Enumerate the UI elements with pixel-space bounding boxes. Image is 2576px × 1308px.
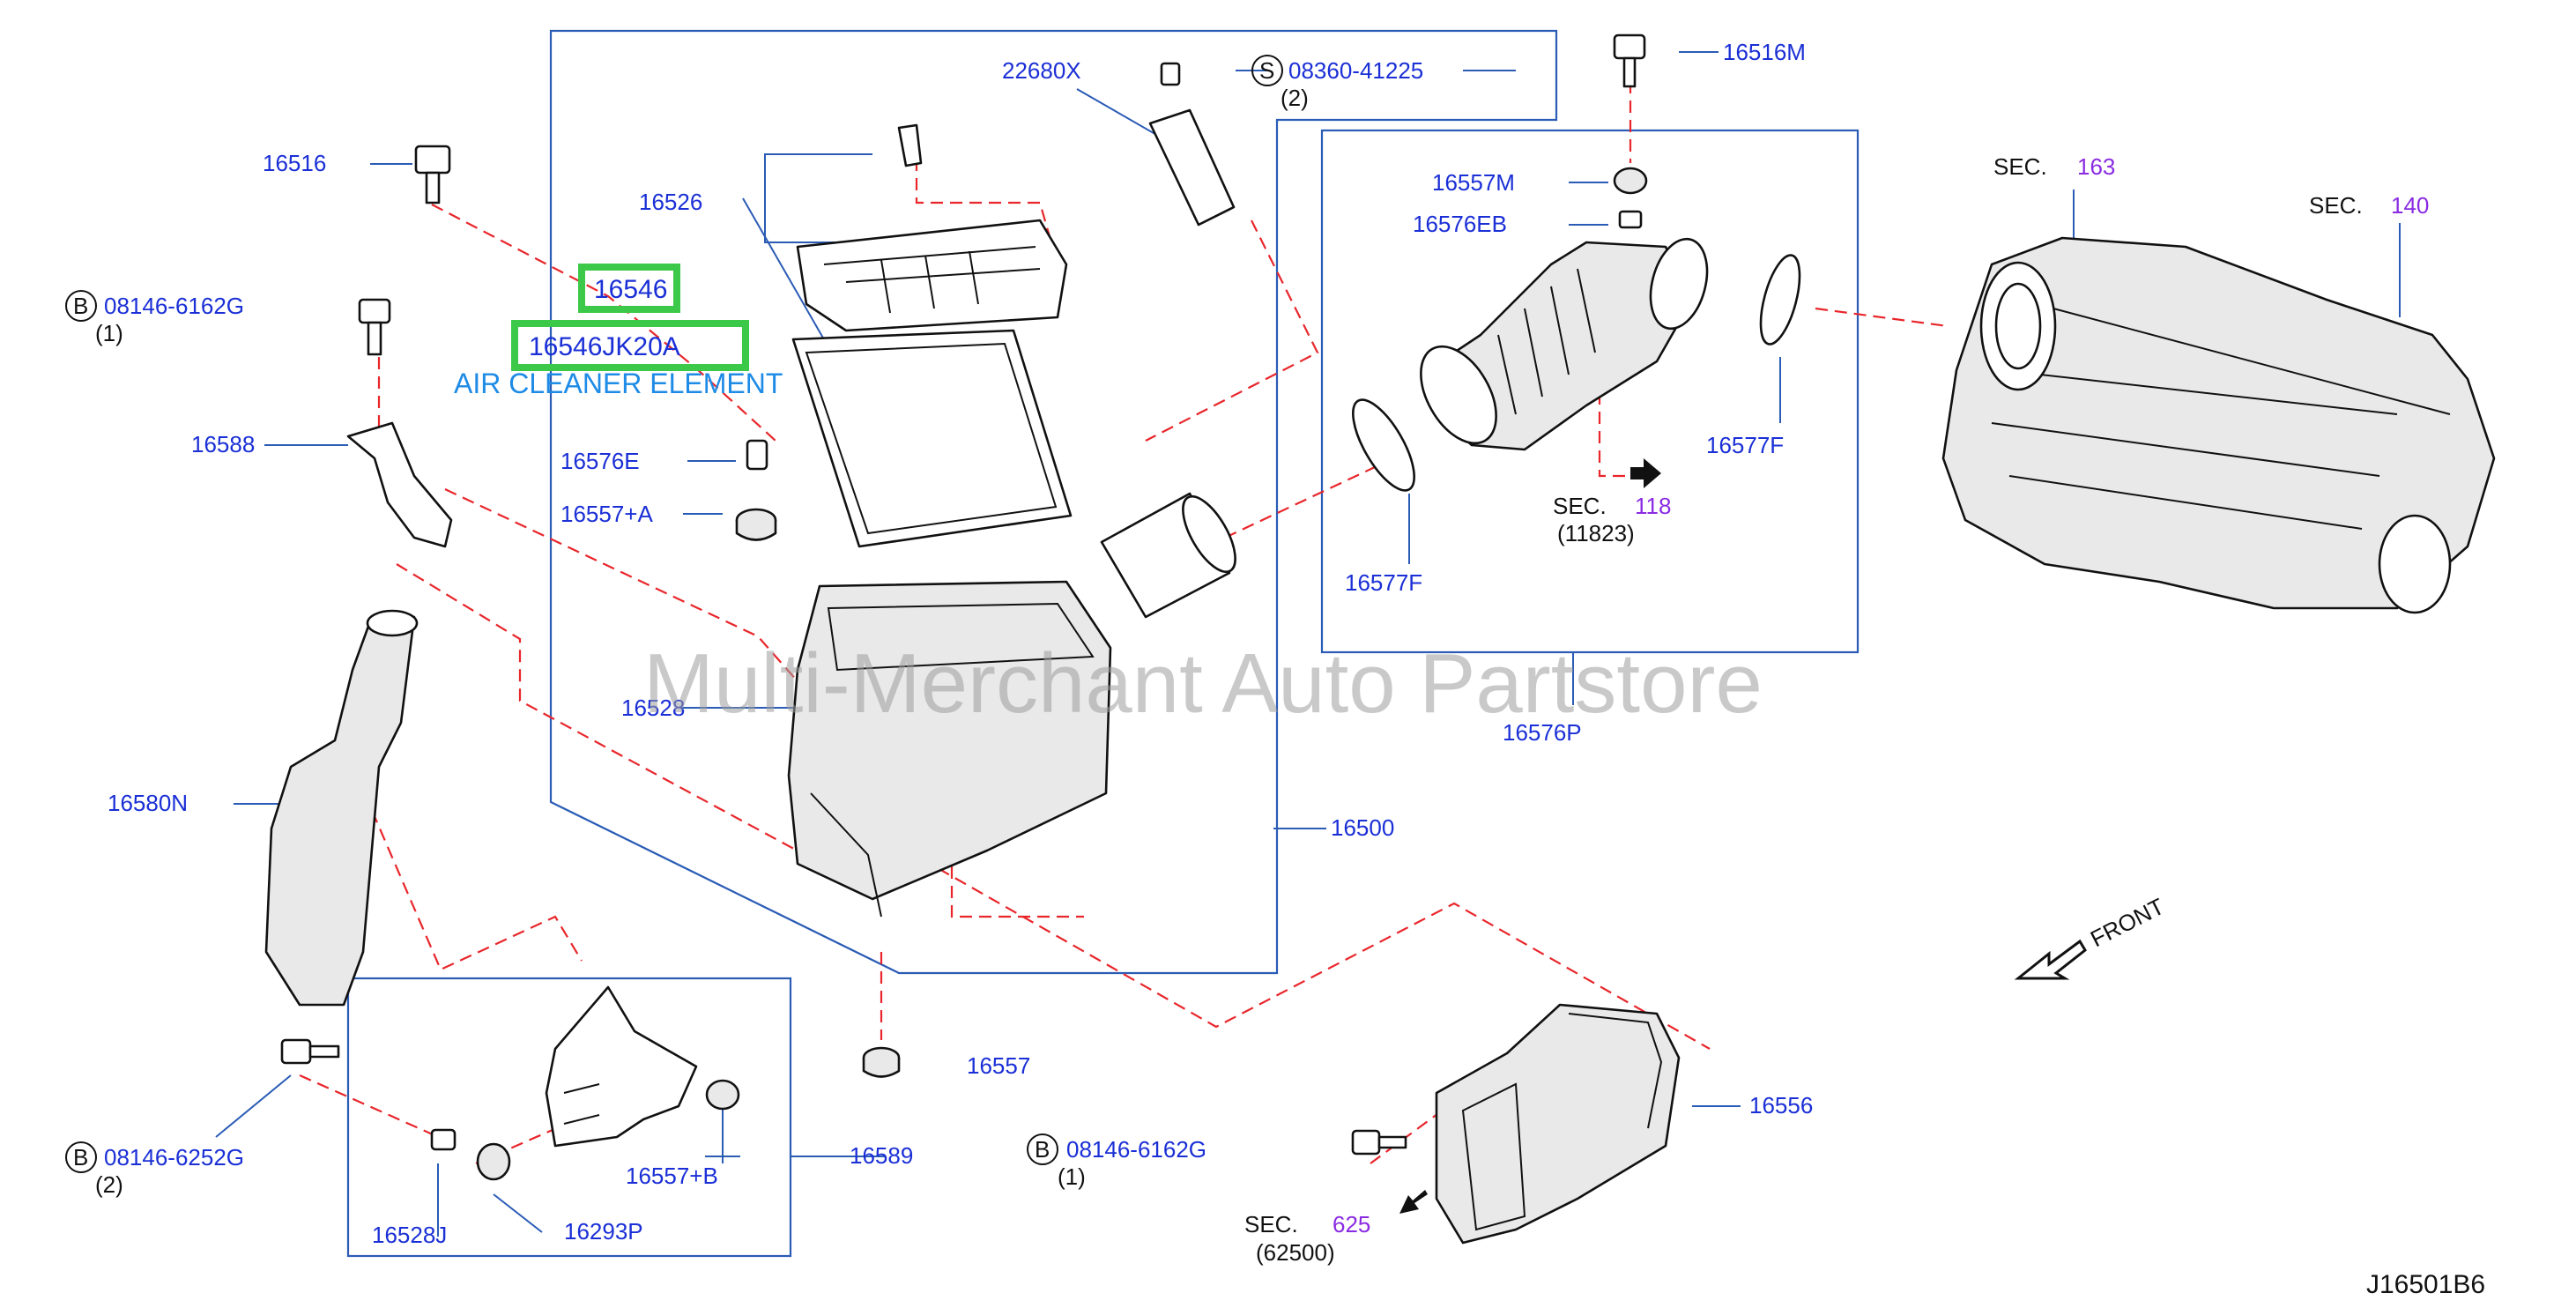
bracket-16588-icon (346, 421, 453, 548)
label-16556: 16556 (1749, 1092, 1813, 1118)
clamp-16577f-left-icon (1352, 398, 1415, 492)
label-16528j: 16528J (372, 1222, 447, 1248)
label-16557a: 16557+A (560, 501, 653, 527)
air-inlet-duct-16556-icon (1435, 1003, 1681, 1245)
label-16576e: 16576E (560, 448, 640, 474)
arrow-sec625-icon (1399, 1190, 1428, 1214)
grommet-16557b-icon (705, 1079, 740, 1111)
bolt-16516m-icon (1613, 33, 1646, 88)
ref-140: 140 (2391, 192, 2429, 219)
resonator-inlet-icon (366, 609, 419, 637)
label-16500: 16500 (1331, 814, 1394, 841)
bracket-box (346, 977, 792, 1258)
label-16293p: 16293P (564, 1218, 643, 1245)
ref-118: 118 (1635, 493, 1671, 519)
label-16576eb: 16576EB (1413, 211, 1507, 237)
grommet-16557a-icon (735, 508, 777, 541)
label-sec-140: SEC. (2309, 192, 2363, 219)
collar-16576eb-icon (1618, 210, 1643, 229)
bolt-08146-6162g-lower-icon (1351, 1129, 1407, 1156)
circle-b-1: B (73, 293, 88, 319)
air-cleaner-assembly-box (549, 29, 1558, 975)
label-16516: 16516 (263, 150, 326, 176)
label-sec-118: SEC. (1553, 493, 1607, 519)
qty-08146-6162g-lower: (1) (1058, 1163, 1086, 1190)
resonator-16580n-icon (264, 615, 416, 1007)
qty-08360-41225: (2) (1281, 85, 1309, 111)
label-08360-41225: 08360-41225 (1288, 57, 1423, 84)
grommet-16293p-icon (476, 1142, 511, 1181)
bolt-08146-6162g-icon (358, 298, 391, 356)
air-cleaner-element-16546-icon (791, 329, 1073, 548)
label-22680x: 22680X (1002, 57, 1081, 84)
bolt-16516-icon (414, 145, 451, 204)
qty-08146-6162g-upper: (1) (95, 320, 123, 346)
label-16580n: 16580N (108, 790, 188, 816)
ref-625: 625 (1333, 1211, 1370, 1237)
bolt-08146-6252g-icon (280, 1038, 340, 1065)
label-16589: 16589 (850, 1142, 913, 1169)
dashed-guide-lines (299, 62, 1949, 1165)
ref-62500: (62500) (1256, 1239, 1335, 1266)
collar-16528j-icon (430, 1128, 457, 1151)
watermark: Multi-Merchant Auto Partstore (643, 636, 1763, 731)
label-16577f-right: 16577F (1706, 432, 1784, 458)
label-16516m: 16516M (1723, 39, 1806, 65)
arrow-sec118-icon (1630, 458, 1661, 488)
grommet-16557m-icon (1613, 167, 1648, 195)
bracket-16589-icon (545, 985, 698, 1148)
highlight-16546jk20a (511, 320, 749, 371)
clamp-16577f-right-icon (1759, 254, 1801, 346)
label-08146-6162g-lower: 08146-6162G (1066, 1136, 1206, 1163)
grommet-16557-icon (862, 1046, 901, 1078)
label-16546: 16546 (594, 275, 667, 304)
label-16557m: 16557M (1432, 169, 1515, 196)
air-duct-box (1320, 129, 1860, 654)
label-08146-6162g-upper: 08146-6162G (104, 293, 244, 319)
label-air-cleaner-element: AIR CLEANER ELEMENT (454, 368, 783, 399)
clip-icon (897, 123, 923, 167)
label-16588: 16588 (191, 431, 255, 457)
label-16528: 16528 (621, 695, 685, 721)
front-arrow-icon (2014, 939, 2087, 980)
qty-08146-6252g: (2) (95, 1171, 123, 1198)
circle-b-3: B (1035, 1136, 1050, 1163)
label-16577f-left: 16577F (1345, 569, 1422, 596)
air-cleaner-body-16528-icon (787, 580, 1112, 901)
ref-163: 163 (2077, 153, 2115, 180)
label-08146-6252g: 08146-6252G (104, 1144, 244, 1171)
label-16576p: 16576P (1503, 719, 1582, 746)
collar-16576e-icon (746, 439, 768, 471)
highlight-16546 (578, 264, 680, 313)
label-front: FRONT (2086, 893, 2169, 952)
circle-b-2: B (73, 1144, 88, 1171)
label-sec-625: SEC. (1244, 1211, 1298, 1237)
label-16546jk20a: 16546JK20A (529, 332, 680, 361)
label-16557b: 16557+B (626, 1163, 718, 1189)
label-16526: 16526 (639, 189, 702, 215)
ref-11823: (11823) (1557, 520, 1635, 546)
label-16557: 16557 (967, 1052, 1030, 1079)
mass-airflow-sensor-22680x-icon (1148, 62, 1236, 227)
label-sec-163: SEC. (1993, 153, 2047, 180)
circle-s: S (1259, 57, 1274, 84)
part-labels: 16516 B 08146-6162G (1) 16588 16580N 165… (65, 39, 2485, 1299)
diagram-code: J16501B6 (2366, 1270, 2485, 1299)
